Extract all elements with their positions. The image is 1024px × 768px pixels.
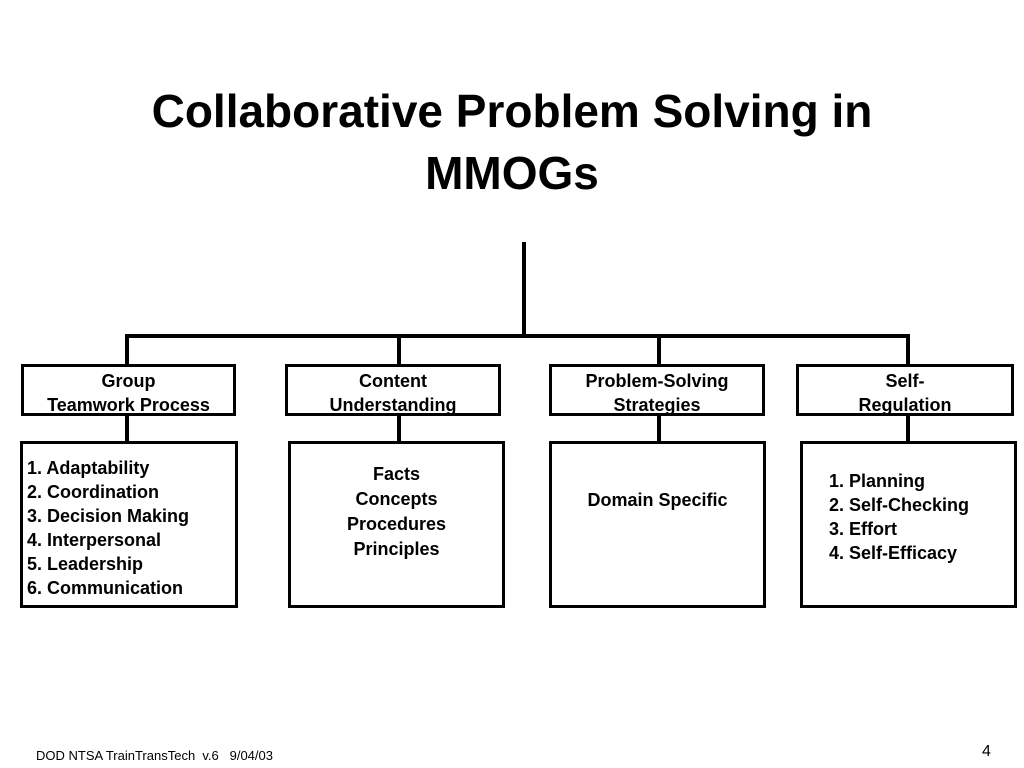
title-line-2: MMOGs bbox=[425, 147, 599, 199]
teamwork-process-list: 1. Adaptability 2. Coordination 3. Decis… bbox=[20, 441, 238, 608]
self-regulation-header: Self- Regulation bbox=[796, 364, 1014, 416]
title-line-1: Collaborative Problem Solving in bbox=[151, 85, 873, 137]
teamwork-header-line-2: Teamwork Process bbox=[47, 395, 210, 415]
list-item: 1. Planning bbox=[829, 471, 926, 491]
list-item: Domain Specific bbox=[587, 490, 728, 510]
content-header-line-2: Understanding bbox=[329, 395, 457, 415]
list-item: Procedures bbox=[346, 514, 447, 534]
footer-text: DOD NTSA TrainTransTech v.6 9/04/03 bbox=[36, 748, 273, 763]
strategies-header-line-2: Strategies bbox=[613, 395, 701, 415]
regulation-header-line-1: Self- bbox=[885, 371, 925, 391]
list-item: 2. Self-Checking bbox=[829, 495, 970, 515]
content-understanding-list: Facts Concepts Procedures Principles bbox=[288, 441, 505, 608]
page-number: 4 bbox=[982, 743, 991, 760]
content-understanding-header: Content Understanding bbox=[285, 364, 501, 416]
list-item: 5. Leadership bbox=[27, 554, 144, 574]
regulation-header-line-2: Regulation bbox=[858, 395, 952, 415]
strategies-header-line-1: Problem-Solving bbox=[585, 371, 729, 391]
teamwork-process-header: Group Teamwork Process bbox=[21, 364, 236, 416]
list-item: 2. Coordination bbox=[27, 482, 159, 502]
list-item: 4. Self-Efficacy bbox=[829, 543, 958, 563]
list-item: Concepts bbox=[355, 489, 438, 509]
list-item: 6. Communication bbox=[27, 578, 184, 598]
list-item: 4. Interpersonal bbox=[27, 530, 162, 550]
list-item: 3. Effort bbox=[829, 519, 898, 539]
problem-solving-strategies-header: Problem-Solving Strategies bbox=[549, 364, 765, 416]
content-header-line-1: Content bbox=[359, 371, 427, 391]
problem-solving-strategies-list: Domain Specific bbox=[549, 441, 766, 608]
list-item: 1. Adaptability bbox=[27, 458, 150, 478]
self-regulation-list: 1. Planning 2. Self-Checking 3. Effort 4… bbox=[800, 441, 1017, 608]
slide-title: Collaborative Problem Solving in MMOGs bbox=[0, 80, 1024, 204]
list-item: 3. Decision Making bbox=[27, 506, 190, 526]
list-item: Principles bbox=[353, 539, 440, 559]
list-item: Facts bbox=[372, 464, 421, 484]
teamwork-header-line-1: Group bbox=[101, 371, 156, 391]
